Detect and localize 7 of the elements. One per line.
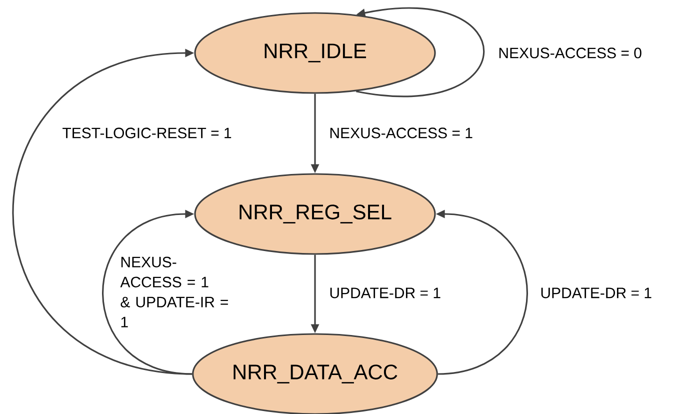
edge-label: NEXUS-ACCESS = 1 & UPDATE-IR = 1 xyxy=(120,256,228,328)
edge-label: TEST-LOGIC-RESET = 1 xyxy=(62,128,232,138)
edge-label: NEXUS-ACCESS = 1 xyxy=(330,128,472,138)
edge-label: UPDATE-DR = 1 xyxy=(330,288,440,298)
arrow xyxy=(356,7,484,98)
edge-label: UPDATE-DR = 1 xyxy=(541,288,652,298)
edge-label: NEXUS-ACCESS = 0 xyxy=(499,48,642,58)
